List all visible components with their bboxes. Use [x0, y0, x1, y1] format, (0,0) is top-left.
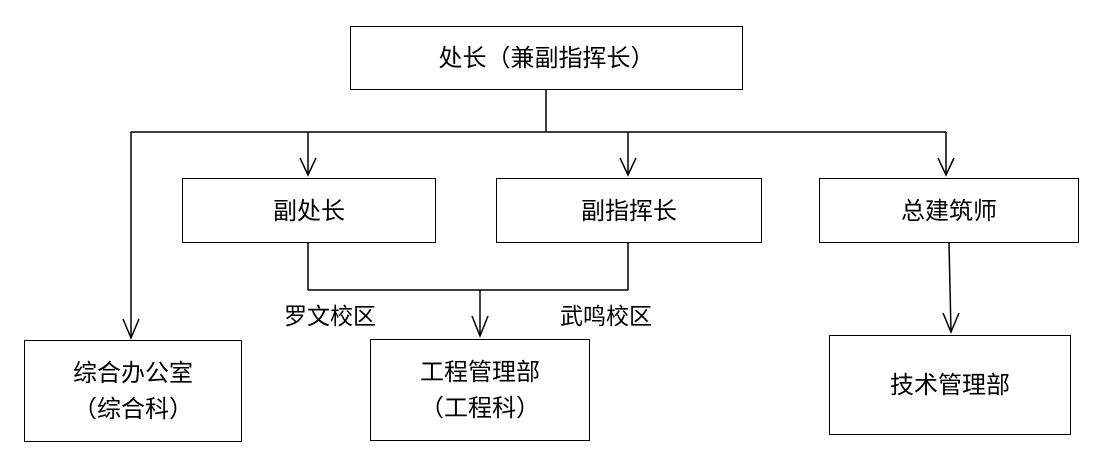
deputy-director-label: 副处长	[273, 196, 345, 225]
drop-tech	[948, 242, 952, 333]
arrowhead-office	[122, 318, 140, 340]
arrowhead-deputy-director	[299, 157, 317, 177]
tech-dept-label: 技术管理部	[890, 371, 1010, 399]
engineering-dept-label: 工程管理部	[420, 358, 540, 386]
chief-architect-box: 总建筑师	[819, 178, 1079, 243]
arrowhead-engineering	[471, 315, 489, 339]
arrowhead-tech	[942, 312, 960, 334]
general-office-label: 综合办公室	[73, 359, 193, 387]
deputy-director-box: 副处长	[182, 178, 436, 243]
arrowhead-deputy-commander	[619, 157, 637, 177]
campus-wuming-label: 武鸣校区	[560, 304, 652, 330]
general-office-sublabel: （综合科）	[73, 395, 193, 423]
campus-luowen-label: 罗文校区	[284, 304, 376, 330]
head-box: 处长（兼副指挥长）	[350, 26, 743, 90]
arrowhead-architect	[937, 157, 955, 177]
deputy-commander-box: 副指挥长	[496, 178, 762, 243]
engineering-dept-box: 工程管理部 （工程科）	[370, 339, 590, 441]
deputy-commander-label: 副指挥长	[581, 196, 677, 225]
general-office-box: 综合办公室 （综合科）	[24, 340, 242, 442]
head-label: 处长（兼副指挥长）	[438, 44, 655, 72]
tech-dept-box: 技术管理部	[829, 335, 1071, 435]
engineering-dept-sublabel: （工程科）	[420, 394, 540, 422]
chief-architect-label: 总建筑师	[901, 196, 997, 225]
